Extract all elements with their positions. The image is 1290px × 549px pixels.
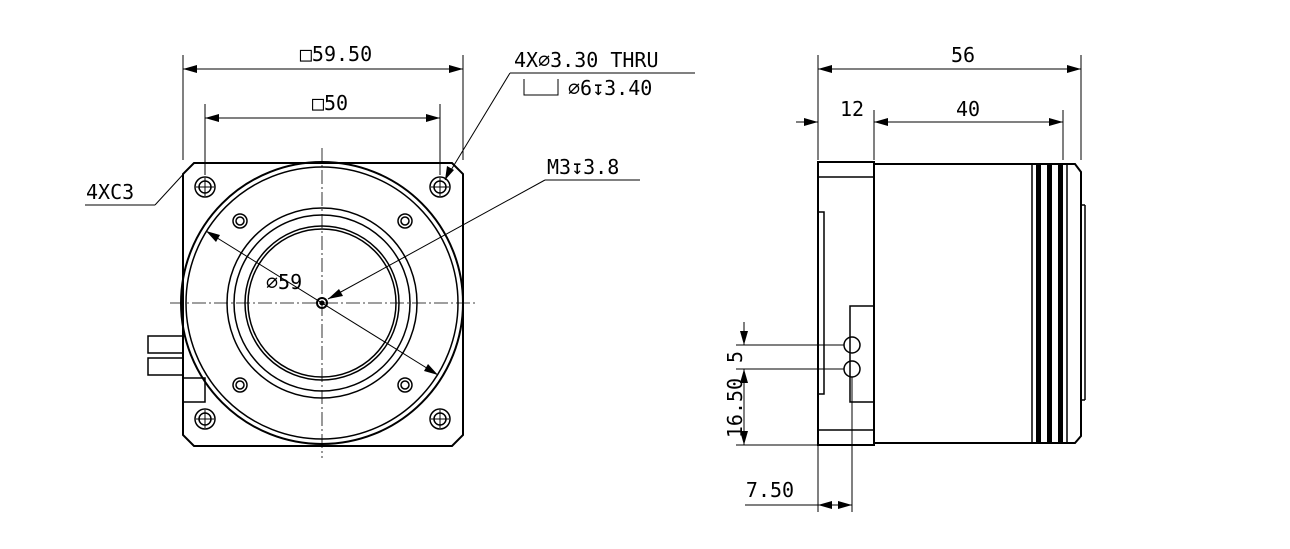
flange-screw: [397, 377, 413, 393]
leader-label: 4XC3: [86, 180, 134, 204]
leader-label: ∅6↧3.40: [568, 76, 652, 100]
bottom-boss: [182, 377, 206, 403]
dimension-hole-pattern: □50: [204, 91, 441, 175]
dimension-label: 5: [723, 351, 747, 363]
dimension-label: 12: [840, 97, 864, 121]
flange-screw: [232, 377, 248, 393]
side-view: 56 12 40 5 1: [723, 43, 1086, 512]
dimension-outer-square: □59.50: [182, 42, 464, 160]
body-groove: [1036, 164, 1041, 443]
body-groove: [1047, 164, 1052, 443]
mounting-hole: [429, 176, 451, 198]
counterbore-symbol: [523, 79, 559, 96]
dimension-label: 40: [956, 97, 980, 121]
leader-thru-hole: 4X∅3.30 THRU ∅6↧3.40: [444, 48, 695, 181]
dimension-flange-length: 12: [796, 97, 888, 160]
dimension-label: □50: [312, 91, 348, 115]
dimension-body-length: 40: [874, 97, 1064, 160]
dimension-label: 56: [951, 43, 975, 67]
flange-recess: [817, 211, 825, 395]
flange-screw: [232, 213, 248, 229]
connector-tabs: [147, 335, 184, 376]
leader-center-thread: M3↧3.8: [327, 155, 640, 300]
front-body-outline: [182, 162, 464, 447]
leader-label: 4X∅3.30 THRU: [514, 48, 659, 72]
mounting-hole: [194, 176, 216, 198]
dimension-hole-offset: 7.50: [745, 377, 853, 512]
dimension-overall-length: 56: [817, 43, 1082, 160]
mounting-hole: [194, 408, 216, 430]
dimension-label: 7.50: [746, 478, 794, 502]
dimension-hole-height: 16.50: [723, 369, 818, 446]
front-view: □59.50 □50 4XC3 4X∅3.30 THRU ∅6↧3.40: [85, 42, 695, 458]
dimension-label: ∅59: [266, 270, 302, 294]
side-hole: [843, 360, 861, 378]
mounting-holes: [194, 176, 451, 430]
side-body: [874, 163, 1082, 444]
dimension-label: □59.50: [300, 42, 372, 66]
side-hole: [843, 336, 861, 354]
body-groove: [1058, 164, 1063, 443]
side-connector-block: [849, 305, 875, 403]
leader-chamfer: 4XC3: [85, 167, 190, 206]
dimension-label: 16.50: [723, 378, 747, 438]
mounting-hole: [429, 408, 451, 430]
dimension-hole-pitch: 5: [723, 322, 844, 383]
flange-screw: [397, 213, 413, 229]
flange-screws: [232, 213, 413, 393]
dimension-diameter: ∅59: [205, 230, 439, 376]
leader-label: M3↧3.8: [547, 155, 619, 179]
